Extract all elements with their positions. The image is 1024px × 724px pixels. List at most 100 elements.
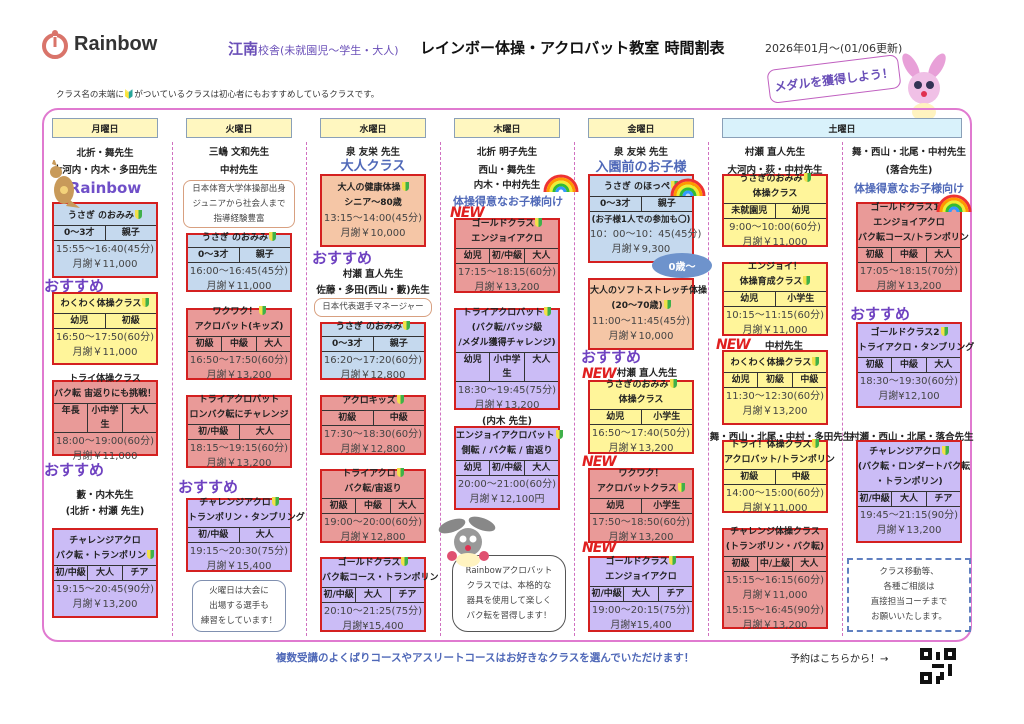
class-title-text: ゴールドクラス	[605, 557, 669, 567]
beginner-mark-icon	[812, 357, 820, 366]
recommended-label: おすすめ	[581, 348, 642, 366]
teacher-name: 三嶋 文和先生	[208, 147, 270, 158]
level-cell: チア	[121, 566, 156, 580]
note-line: 直接担当コーチまで	[870, 597, 948, 607]
rabbit-mascot-icon	[902, 53, 946, 121]
class-card[interactable]: 大人のソフトストレッチ体操(20〜70歳)11:00〜11:45(45分)月謝￥…	[588, 278, 707, 350]
qr-code-icon[interactable]	[920, 648, 956, 684]
reserve-link[interactable]: 予約はこちらから！→	[790, 654, 889, 665]
class-level-band: 0〜3才親子	[54, 224, 157, 241]
level-cell: 初級	[329, 501, 348, 511]
class-title-text: アクロバットクラス	[596, 483, 678, 494]
logo: Rainbow	[42, 28, 157, 60]
beginner-mark-icon	[812, 438, 820, 448]
level-cell: 大人	[891, 492, 925, 506]
recommended-label: おすすめ	[178, 478, 239, 496]
class-level-band: 幼児小学生	[724, 291, 826, 307]
class-fee: 月謝￥13,200	[876, 525, 942, 536]
class-title-line: シニア〜80歳	[322, 196, 424, 211]
class-title-line: エンジョイアクロ	[456, 232, 558, 247]
recommended-label: おすすめ	[44, 277, 105, 295]
class-title-text: わくわく体操クラス	[730, 358, 812, 368]
level-cell: 親子	[372, 336, 425, 351]
class-level-band: 未就園児幼児	[724, 202, 826, 219]
level-cell: 0〜3才	[331, 338, 363, 349]
level-cell: 幼児	[740, 294, 759, 304]
level-cell: 大人	[121, 404, 156, 432]
gray-rabbit-icon	[438, 516, 496, 567]
class-title-text: うさぎ のおみみ	[201, 233, 269, 243]
class-title-text: トランポリン・タンブリング	[188, 513, 305, 523]
class-level-band: 初級中/上級大人	[724, 555, 826, 572]
new-badge: NEW	[582, 366, 617, 382]
class-title-line: トライアクロバット	[188, 393, 290, 408]
beginner-mark-icon	[258, 306, 266, 315]
class-time: 18:00〜19:00(60分)	[55, 436, 155, 447]
class-fee: 月謝￥11,000	[742, 502, 808, 514]
teacher-name: 北折 明子先生	[476, 147, 538, 158]
teacher-name: 舞・西山・北尾・中村・多田先生	[709, 432, 853, 443]
class-note: (お子様1人での参加も〇)	[591, 215, 691, 225]
level-cell: 初級	[865, 249, 884, 260]
school-name-sub: 校舎(未就園児〜学生・大人)	[258, 44, 399, 57]
class-title-line: チャレンジ体操クラス	[724, 525, 826, 540]
class-level-band: 幼児小学生	[590, 409, 692, 425]
level-cell: 幼児	[606, 412, 625, 422]
class-title-text: アクロバット/トランポリン	[724, 454, 835, 465]
level-cell: 大人	[523, 248, 558, 263]
level-cell: 初級	[731, 558, 750, 569]
day-header-2: 水曜日	[320, 118, 426, 138]
class-title-text: /メダル獲得チャレンジ)	[458, 337, 556, 348]
class-fee: 月謝￥11,000	[742, 589, 808, 601]
class-title-text: うさぎ のほっぺ	[603, 182, 671, 192]
level-cell: 大人	[238, 424, 291, 439]
class-level-band: 幼児小中学生大人	[456, 351, 558, 382]
class-title-line: エンジョイアクロ	[590, 570, 692, 585]
rainbow-icon	[936, 194, 972, 212]
class-title-line: (トランポリン・バク転)	[724, 540, 826, 555]
teacher-name: 泉 友栄 先生	[613, 147, 669, 158]
beginner-mark-icon	[941, 446, 949, 455]
class-level-band: 初/中級大人チア	[322, 586, 424, 603]
class-title-line: 大人のソフトストレッチ体操	[590, 284, 707, 299]
note-line: 火曜日は大会に	[209, 585, 269, 596]
beginner-mark-icon	[669, 379, 677, 388]
class-fee: 月謝¥15,400	[342, 620, 404, 632]
class-level-band: 初/中級大人	[188, 527, 290, 543]
level-cell: 親子	[104, 225, 157, 240]
class-title-text: シニア〜80歳	[344, 197, 402, 208]
class-time: 14:00〜15:00(60分)	[725, 487, 825, 499]
school-name: 江南校舎(未就園児〜学生・大人)	[228, 38, 399, 59]
class-title-text: エンジョイアクロ	[873, 217, 945, 228]
class-level-band: 年長小中学生大人	[54, 403, 156, 433]
level-cell: 中級	[774, 469, 827, 484]
class-title-line: トライアクロバット	[456, 306, 558, 321]
